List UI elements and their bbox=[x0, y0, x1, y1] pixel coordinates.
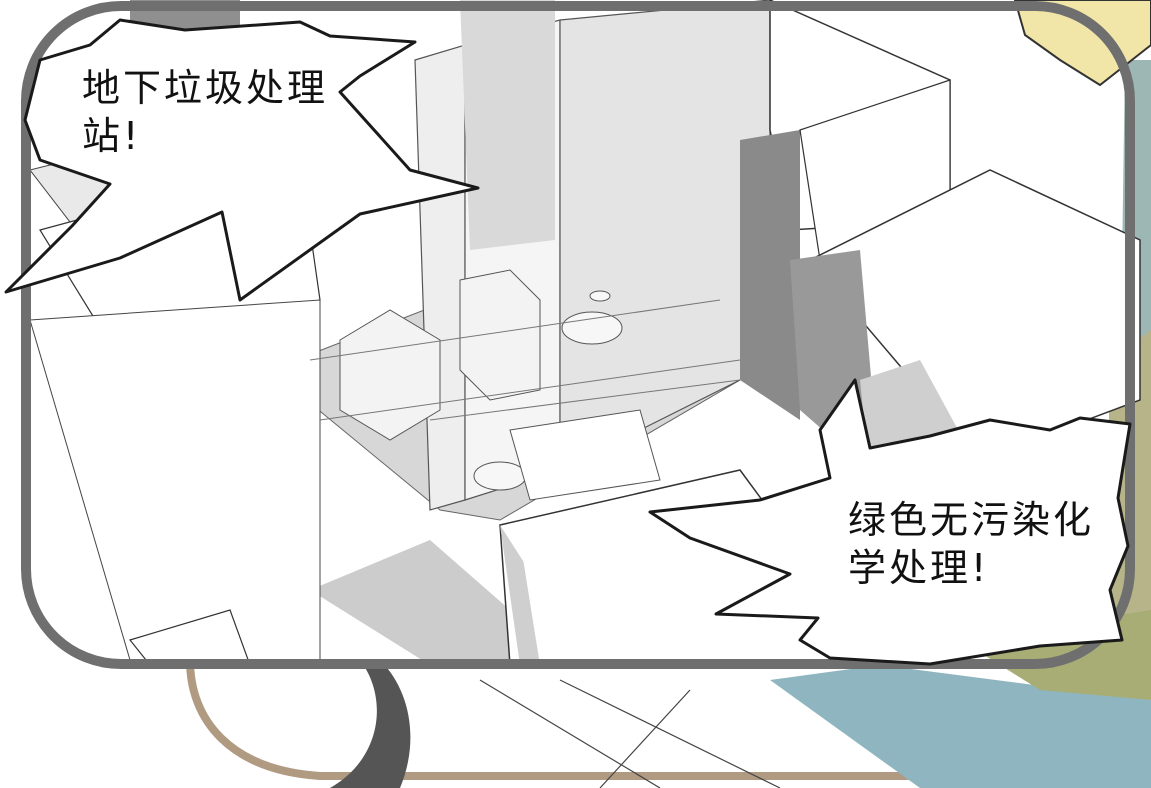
speech-bubble-right bbox=[648, 378, 1132, 666]
panel-frame bbox=[21, 1, 1135, 669]
outer-panel-border bbox=[186, 659, 1151, 780]
water-strip bbox=[770, 665, 1151, 788]
ground-curve bbox=[330, 660, 411, 788]
speech-bubble-left bbox=[4, 18, 480, 302]
speech-bubble-right-text: 绿色无污染化 学处理! bbox=[848, 498, 1095, 590]
speech-bubble-left-text: 地下垃圾处理 站! bbox=[82, 66, 329, 158]
